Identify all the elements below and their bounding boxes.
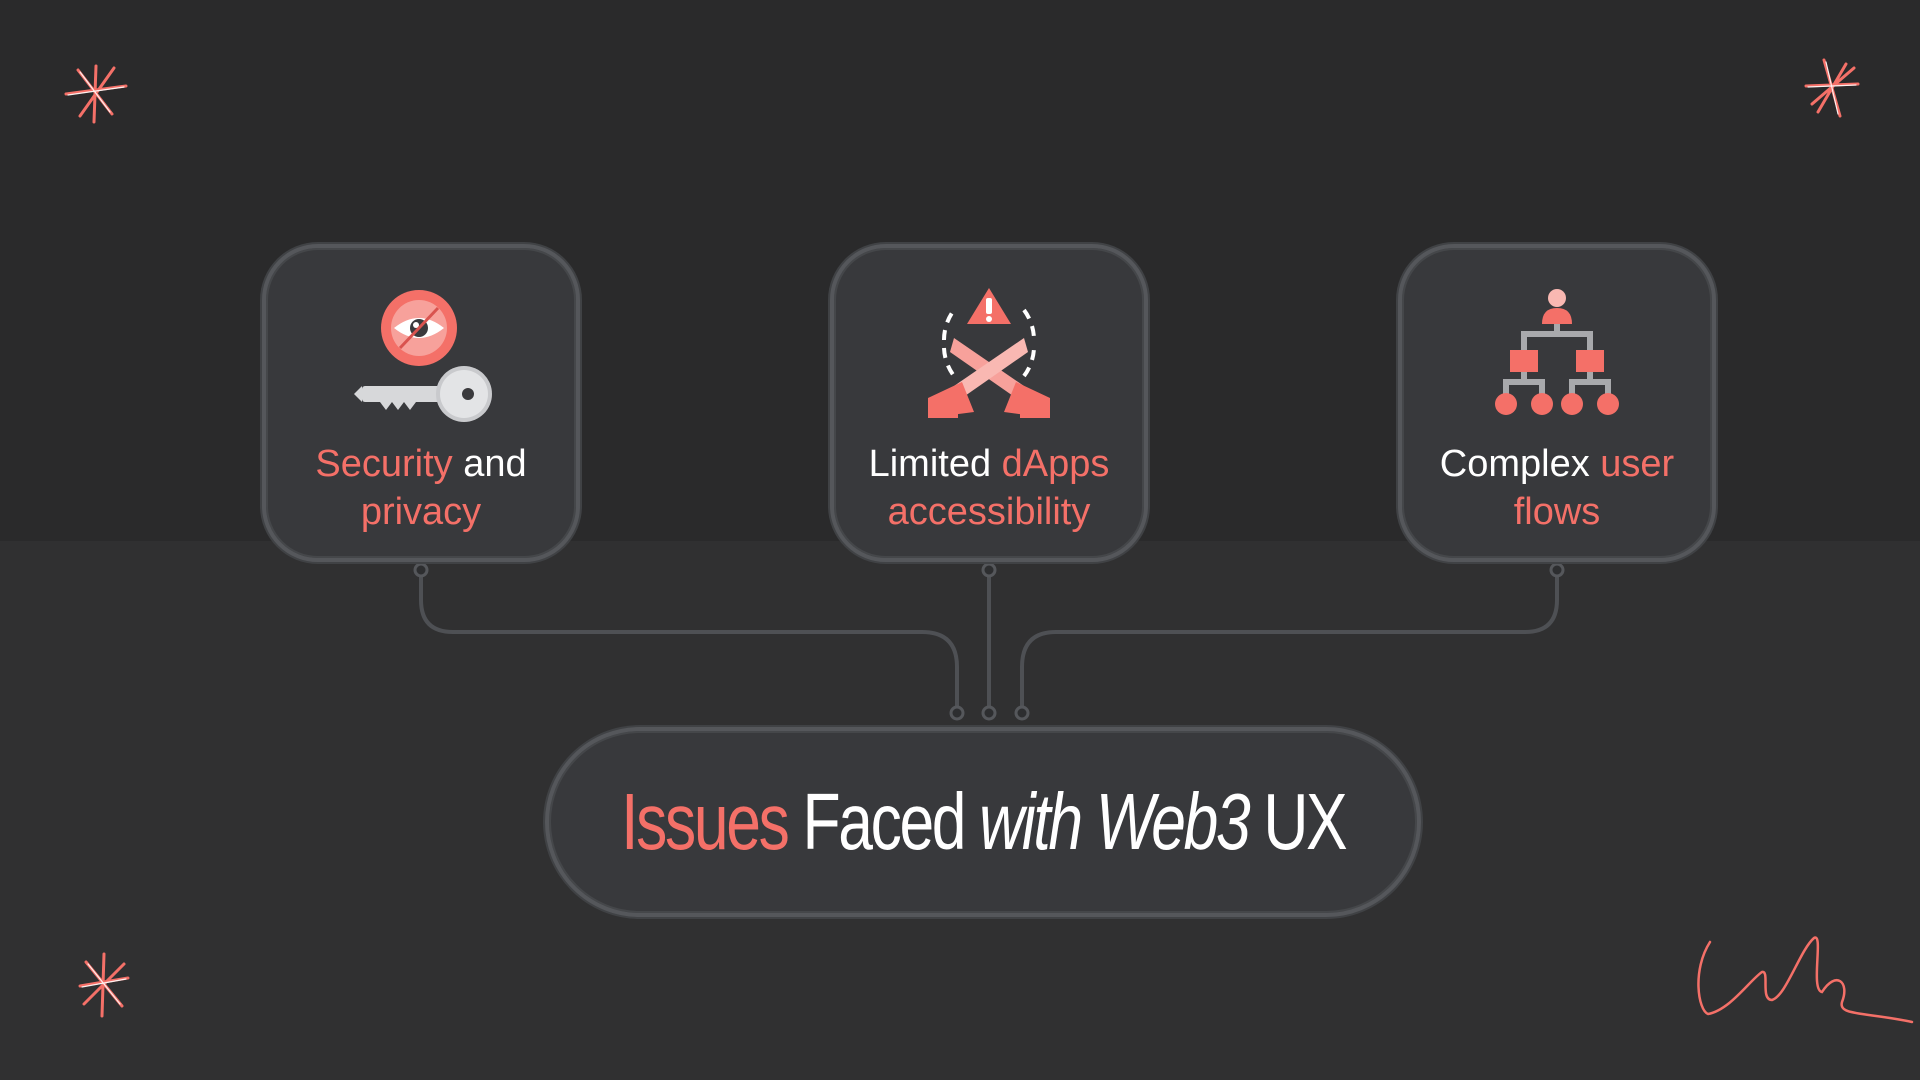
sparkle-icon [1804,58,1860,118]
card-label: Security and privacy [315,443,527,533]
sparkle-icon [78,952,130,1018]
card-security-privacy: Security and privacy [262,244,580,562]
title-pill: Issues Faced with Web3 UX [545,727,1421,917]
sparkle-icon [64,64,128,124]
squiggle-icon [1697,936,1914,1024]
eye-key-icon [354,290,492,422]
card-limited-dapps: Limited dApps accessibility [830,244,1148,562]
card-label: Complex user flows [1439,443,1675,533]
org-hierarchy-icon [1495,289,1619,415]
card-label: Limited dApps accessibility [868,443,1110,533]
card-complex-flows: Complex user flows [1398,244,1716,562]
crossed-hands-warning-icon [928,288,1050,418]
page-title: Issues Faced with Web3 UX [620,777,1348,866]
